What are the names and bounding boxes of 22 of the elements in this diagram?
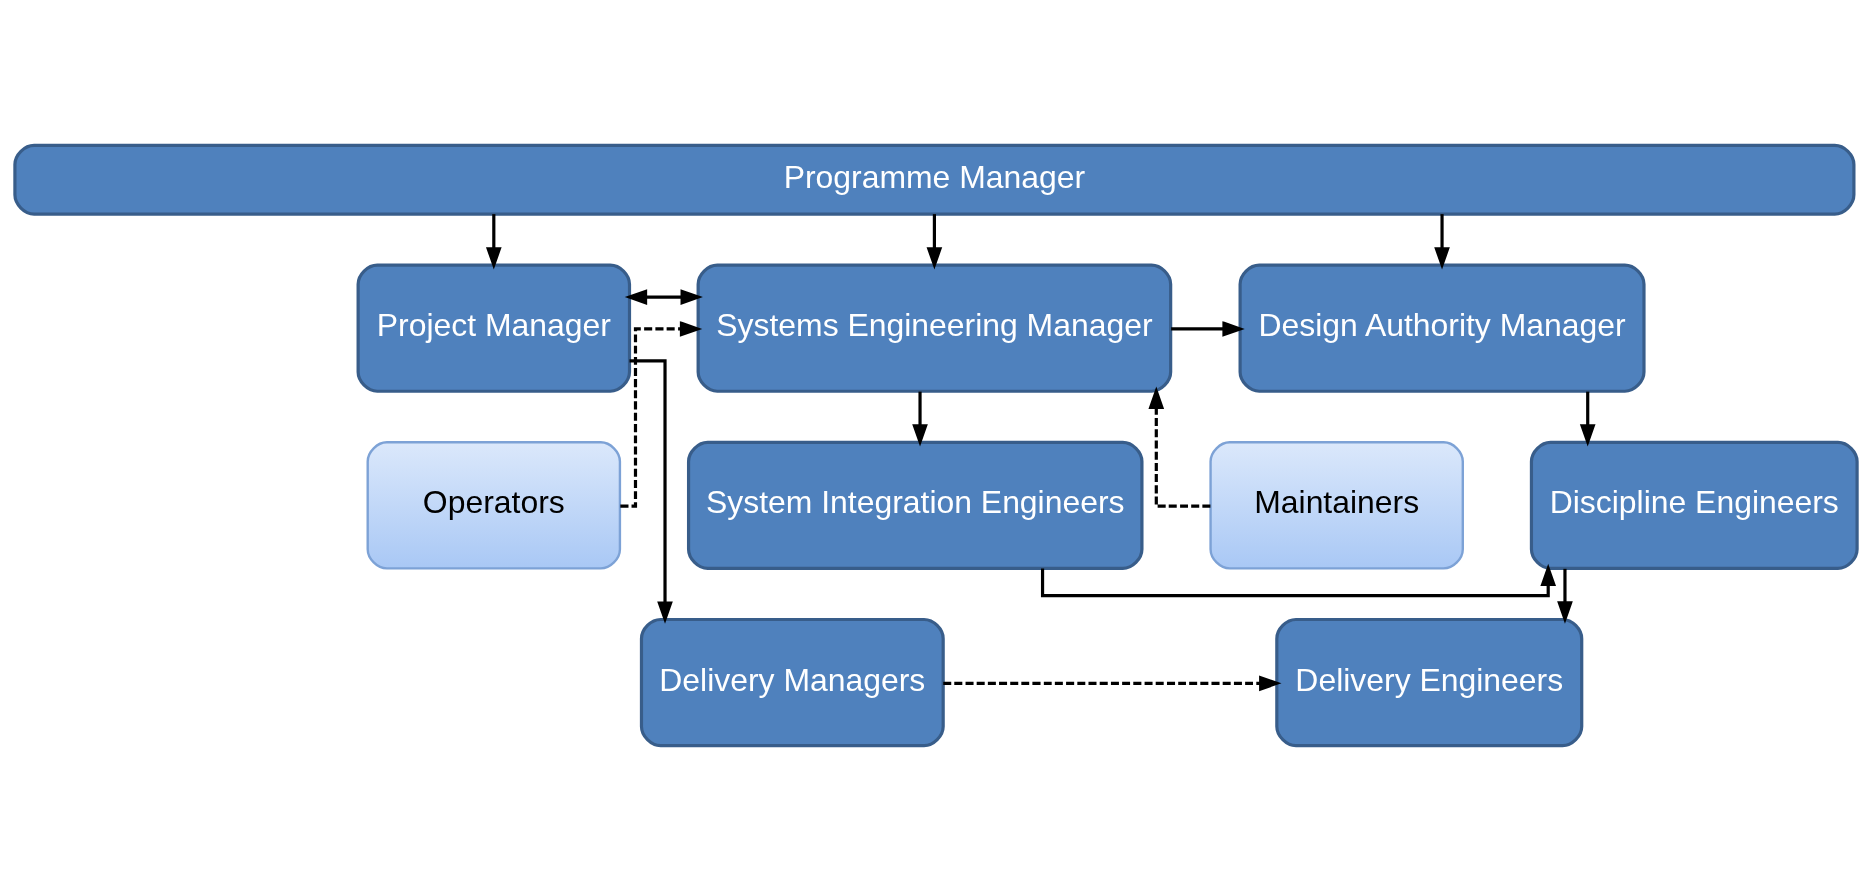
node-box: Project Manager	[356, 263, 632, 393]
arrow	[1171, 320, 1245, 337]
node-box: Delivery Engineers	[1275, 617, 1584, 747]
node-box: Programme Manager	[13, 143, 1856, 216]
arrow	[1557, 568, 1573, 624]
node-box: Maintainers	[1209, 440, 1464, 570]
arrow	[624, 288, 703, 305]
node-box: Operators	[366, 440, 622, 570]
arrow	[1148, 386, 1211, 508]
arrow	[1434, 213, 1450, 270]
node-box: Discipline Engineers	[1529, 440, 1859, 570]
node-box: Systems Engineering Manager	[696, 263, 1173, 393]
node-box: Design Authority Manager	[1238, 263, 1646, 393]
node-box: System Integration Engineers	[686, 440, 1144, 570]
arrow	[1579, 391, 1596, 447]
arrow	[620, 320, 703, 508]
node-box: Delivery Managers	[639, 617, 945, 747]
arrow	[943, 675, 1282, 691]
arrow	[926, 213, 943, 270]
arrow	[912, 391, 928, 447]
arrow	[485, 213, 502, 270]
arrow	[629, 358, 673, 624]
